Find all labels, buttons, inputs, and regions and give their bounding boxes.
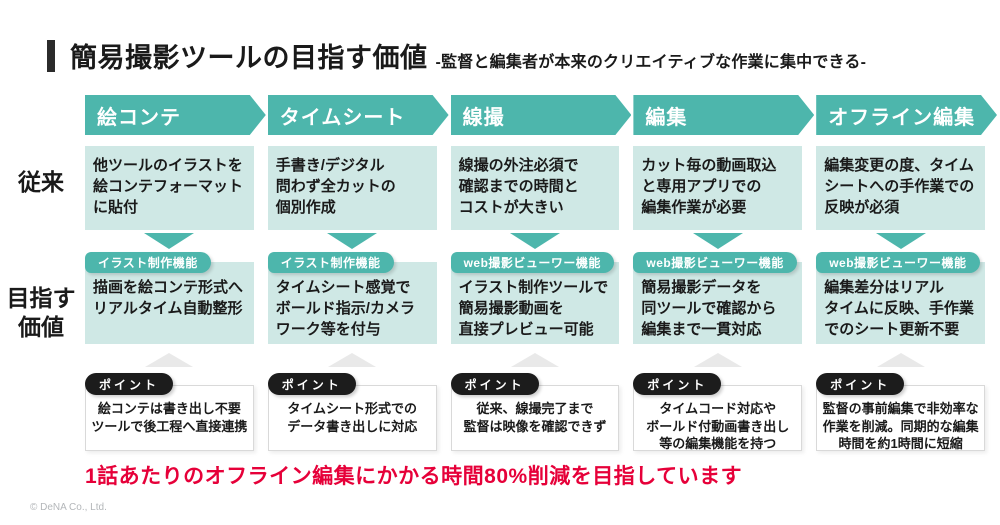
stage-header-arrow: タイムシート <box>268 95 449 135</box>
down-arrow-icon <box>509 233 560 249</box>
conventional-box: カット毎の動画取込 と専用アプリでの 編集作業が必要 <box>633 146 803 230</box>
row-label-conventional: 従来 <box>18 169 64 195</box>
title-accent-bar <box>47 39 55 72</box>
conventional-box: 他ツールのイラストを 絵コンテフォーマット に貼付 <box>85 146 254 230</box>
stage-header-arrow: 編集 <box>633 95 814 135</box>
target-value-block: イラスト制作機能 描画を絵コンテ形式へ リアルタイム自動整形 <box>85 252 254 344</box>
feature-badge: イラスト制作機能 <box>85 252 211 273</box>
workflow-columns: 絵コンテ 他ツールのイラストを 絵コンテフォーマット に貼付 イラスト制作機能 … <box>85 95 985 451</box>
goal-highlight-text: 1話あたりのオフライン編集にかかる時間80%削減を目指しています <box>85 465 743 488</box>
target-value-block: web撮影ビューワー機能 簡易撮影データを 同ツールで確認から 編集まで一貫対応 <box>633 252 803 344</box>
point-box: タイムコード対応や ボールド付動画書き出し 等の編集機能を持つ <box>633 385 803 451</box>
feature-badge: web撮影ビューワー機能 <box>450 252 614 273</box>
column-timesheet: タイムシート 手書き/デジタル 問わず全カットの 個別作成 イラスト制作機能 タ… <box>267 95 437 451</box>
row-label-target-value: 目指す 価値 <box>6 285 76 340</box>
feature-badge: web撮影ビューワー機能 <box>633 252 797 273</box>
title-main: 簡易撮影ツールの目指す価値 <box>70 43 428 73</box>
point-box: 監督の事前編集で非効率な 作業を削減。同期的な編集 時間を約1時間に短縮 <box>816 385 985 451</box>
column-line-shooting: 線撮 線撮の外注必須で 確認までの時間と コストが大きい web撮影ビューワー機… <box>450 95 620 451</box>
up-arrow-icon <box>328 353 377 367</box>
point-box: 従来、線撮完了まで 監督は映像を確認できず <box>450 385 620 451</box>
target-value-box: タイムシート感覚で ボールド指示/カメラ ワーク等を付与 <box>267 262 437 344</box>
up-arrow-icon <box>510 353 559 367</box>
point-block: ポイント タイムシート形式での データ書き出しに対応 <box>267 373 437 451</box>
target-value-block: イラスト制作機能 タイムシート感覚で ボールド指示/カメラ ワーク等を付与 <box>267 252 437 344</box>
down-arrow-icon <box>875 233 926 249</box>
copyright-notice: © DeNA Co., Ltd. <box>30 502 107 513</box>
stage-header-arrow: 絵コンテ <box>85 95 266 135</box>
down-arrow-icon <box>692 233 743 249</box>
target-value-box: 簡易撮影データを 同ツールで確認から 編集まで一貫対応 <box>633 262 803 344</box>
down-arrow-icon <box>327 233 378 249</box>
title-subtitle: -監督と編集者が本来のクリエイティブな作業に集中できる- <box>435 54 867 71</box>
down-arrow-icon <box>144 233 195 249</box>
target-value-box: 描画を絵コンテ形式へ リアルタイム自動整形 <box>85 262 254 344</box>
conventional-box: 手書き/デジタル 問わず全カットの 個別作成 <box>267 146 437 230</box>
point-box: 絵コンテは書き出し不要 ツールで後工程へ直接連携 <box>85 385 254 451</box>
conventional-box: 線撮の外注必須で 確認までの時間と コストが大きい <box>450 146 620 230</box>
point-badge: ポイント <box>633 373 722 395</box>
page-title: 簡易撮影ツールの目指す価値 -監督と編集者が本来のクリエイティブな作業に集中でき… <box>47 36 866 75</box>
column-storyboard: 絵コンテ 他ツールのイラストを 絵コンテフォーマット に貼付 イラスト制作機能 … <box>85 95 254 451</box>
up-arrow-icon <box>693 353 742 367</box>
title-text: 簡易撮影ツールの目指す価値 -監督と編集者が本来のクリエイティブな作業に集中でき… <box>70 36 866 75</box>
target-value-box: イラスト制作ツールで 簡易撮影動画を 直接プレビュー可能 <box>450 262 620 344</box>
point-block: ポイント タイムコード対応や ボールド付動画書き出し 等の編集機能を持つ <box>633 373 803 451</box>
point-block: ポイント 監督の事前編集で非効率な 作業を削減。同期的な編集 時間を約1時間に短… <box>816 373 985 451</box>
conventional-box: 編集変更の度、タイム シートへの手作業での 反映が必須 <box>816 146 985 230</box>
feature-badge: web撮影ビューワー機能 <box>816 252 980 273</box>
feature-badge: イラスト制作機能 <box>267 252 394 273</box>
target-value-box: 編集差分はリアル タイムに反映、手作業 でのシート更新不要 <box>816 262 985 344</box>
column-offline-editing: オフライン編集 編集変更の度、タイム シートへの手作業での 反映が必須 web撮… <box>816 95 985 451</box>
point-badge: ポイント <box>816 373 905 395</box>
column-editing: 編集 カット毎の動画取込 と専用アプリでの 編集作業が必要 web撮影ビューワー… <box>633 95 802 451</box>
up-arrow-icon <box>145 353 194 367</box>
point-block: ポイント 従来、線撮完了まで 監督は映像を確認できず <box>450 373 620 451</box>
point-block: ポイント 絵コンテは書き出し不要 ツールで後工程へ直接連携 <box>85 373 254 451</box>
target-value-block: web撮影ビューワー機能 イラスト制作ツールで 簡易撮影動画を 直接プレビュー可… <box>450 252 620 344</box>
point-badge: ポイント <box>267 373 356 395</box>
point-box: タイムシート形式での データ書き出しに対応 <box>267 385 437 451</box>
point-badge: ポイント <box>85 373 174 395</box>
stage-header-arrow: 線撮 <box>451 95 632 135</box>
up-arrow-icon <box>876 353 925 367</box>
point-badge: ポイント <box>450 373 539 395</box>
target-value-block: web撮影ビューワー機能 編集差分はリアル タイムに反映、手作業 でのシート更新… <box>816 252 985 344</box>
stage-header-arrow: オフライン編集 <box>816 95 997 135</box>
